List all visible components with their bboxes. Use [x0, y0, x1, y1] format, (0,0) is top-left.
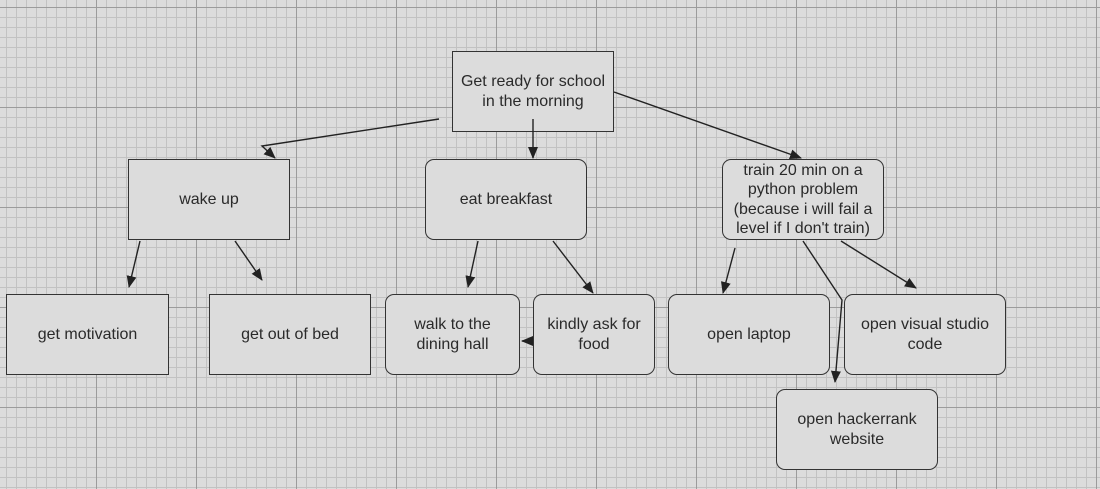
node-open-laptop-label: open laptop: [707, 325, 791, 343]
node-ask-food-label: kindly ask for food: [547, 316, 641, 353]
edge-wake-up-to-get-out-of-bed[interactable]: [234, 240, 263, 281]
node-get-out-of-bed-label: get out of bed: [241, 325, 339, 343]
edge-wake-up-to-get-motivation[interactable]: [126, 240, 141, 288]
node-open-hackerrank-label: open hackerrank website: [797, 411, 917, 448]
node-root-label: Get ready for school in the morning: [460, 73, 606, 110]
node-wake-up-label: wake up: [179, 190, 239, 208]
node-train[interactable]: train 20 min on a python problem (becaus…: [722, 159, 884, 240]
edge-train-to-open-laptop[interactable]: [721, 247, 736, 294]
node-eat-breakfast[interactable]: eat breakfast: [425, 159, 587, 240]
node-get-motivation[interactable]: get motivation: [6, 294, 169, 375]
node-walk-dining-label: walk to the dining hall: [414, 316, 491, 353]
node-wake-up[interactable]: wake up: [128, 159, 290, 240]
node-get-motivation-label: get motivation: [37, 325, 138, 343]
edge-eat-breakfast-to-walk-dining[interactable]: [465, 240, 479, 288]
node-get-out-of-bed[interactable]: get out of bed: [209, 294, 371, 375]
node-open-laptop[interactable]: open laptop: [668, 294, 830, 375]
edge-eat-breakfast-to-ask-food[interactable]: [552, 240, 594, 294]
edge-train-to-open-vscode[interactable]: [840, 240, 917, 289]
node-open-vscode[interactable]: open visual studio code: [844, 294, 1006, 375]
node-ask-food[interactable]: kindly ask for food: [533, 294, 655, 375]
node-root[interactable]: Get ready for school in the morning: [452, 51, 614, 132]
edge-root-to-wake-up[interactable]: [260, 118, 440, 159]
edge-root-to-train[interactable]: [613, 91, 802, 160]
node-walk-dining[interactable]: walk to the dining hall: [385, 294, 520, 375]
node-open-vscode-label: open visual studio code: [860, 316, 990, 353]
node-open-hackerrank[interactable]: open hackerrank website: [776, 389, 938, 470]
node-eat-breakfast-label: eat breakfast: [459, 190, 553, 208]
node-train-label: train 20 min on a python problem (becaus…: [733, 161, 873, 238]
